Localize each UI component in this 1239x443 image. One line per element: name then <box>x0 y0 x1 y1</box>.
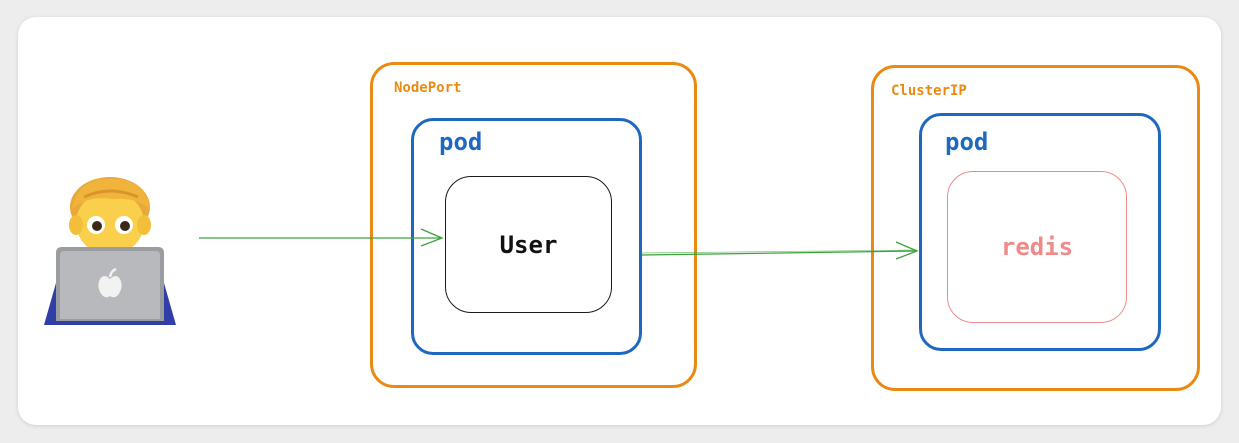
left-pod-box <box>411 118 642 355</box>
diagram-canvas: NodePort pod User ClusterIP pod redis <box>18 17 1221 425</box>
right-pod-label: pod <box>945 128 989 156</box>
left-pod-label: pod <box>439 128 483 156</box>
user-app-box: User <box>445 176 612 313</box>
redis-app-label: redis <box>1000 233 1074 261</box>
redis-app-box: redis <box>947 171 1127 323</box>
person-with-laptop-icon <box>44 177 176 325</box>
arrowhead-user <box>420 228 444 247</box>
clusterip-service-box <box>871 65 1200 391</box>
arrowhead-redis <box>895 241 919 260</box>
right-pod-box <box>919 113 1161 351</box>
user-app-label: User <box>499 230 558 259</box>
arrow-user-to-redis <box>641 250 918 256</box>
connection-arrows <box>199 228 919 260</box>
nodeport-service-box <box>370 62 697 388</box>
clusterip-service-label: ClusterIP <box>891 83 967 99</box>
nodeport-service-label: NodePort <box>394 80 462 96</box>
